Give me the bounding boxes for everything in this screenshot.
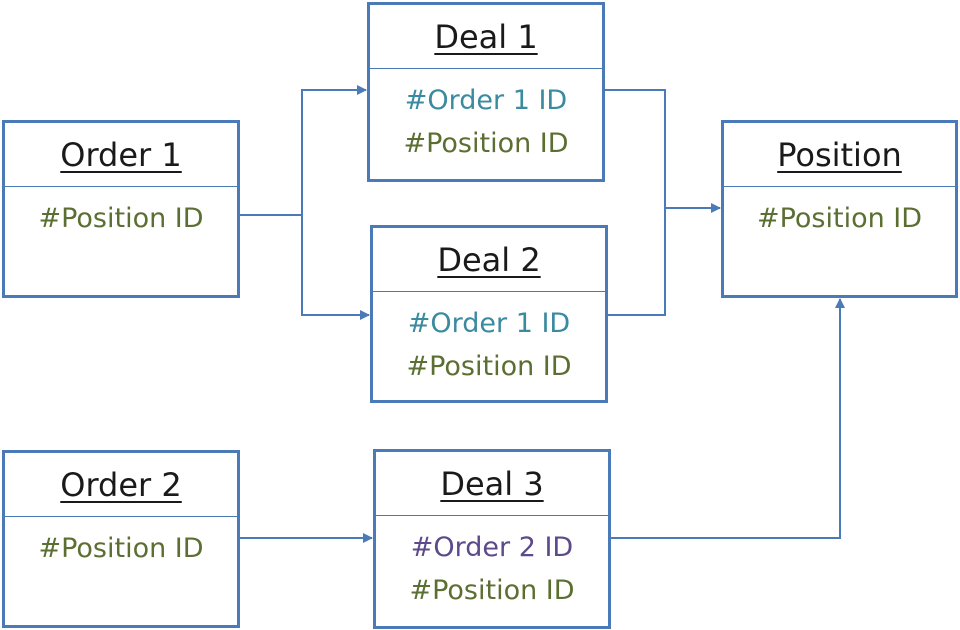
arrow-order1-to-deal2 bbox=[301, 215, 370, 320]
deal1-title-cell: Deal 1 bbox=[370, 5, 602, 69]
deal3-title: Deal 3 bbox=[440, 464, 544, 503]
order1-title-cell: Order 1 bbox=[5, 123, 237, 187]
position-title-cell: Position bbox=[724, 123, 955, 187]
order2-position-id-field: #Position ID bbox=[38, 533, 204, 564]
order1-position-id-field: #Position ID bbox=[38, 203, 204, 234]
order2-title-cell: Order 2 bbox=[5, 453, 237, 517]
arrow-deal2-to-position bbox=[608, 208, 666, 316]
position-box: Position #Position ID bbox=[721, 120, 958, 298]
deal1-position-id-field: #Position ID bbox=[403, 128, 569, 159]
order2-box: Order 2 #Position ID bbox=[2, 450, 240, 628]
deal3-order2-id-field: #Order 2 ID bbox=[410, 532, 574, 563]
deal1-order1-id-field: #Order 1 ID bbox=[404, 85, 568, 116]
deal1-title: Deal 1 bbox=[434, 17, 538, 56]
order1-title: Order 1 bbox=[60, 135, 182, 174]
order1-box: Order 1 #Position ID bbox=[2, 120, 240, 298]
deal1-box: Deal 1 #Order 1 ID #Position ID bbox=[367, 2, 605, 182]
arrow-deal3-to-position bbox=[611, 298, 845, 539]
deal3-position-id-field: #Position ID bbox=[409, 575, 575, 606]
position-title: Position bbox=[777, 135, 902, 174]
arrow-order1-to-deal1 bbox=[235, 85, 367, 216]
deal2-position-id-field: #Position ID bbox=[406, 351, 572, 382]
arrow-deal1-to-position bbox=[605, 89, 721, 213]
deal2-order1-id-field: #Order 1 ID bbox=[407, 308, 571, 339]
deal2-box: Deal 2 #Order 1 ID #Position ID bbox=[370, 225, 608, 403]
deal3-box: Deal 3 #Order 2 ID #Position ID bbox=[373, 449, 611, 629]
position-position-id-field: #Position ID bbox=[756, 203, 923, 234]
deal2-title-cell: Deal 2 bbox=[373, 228, 605, 292]
deal3-title-cell: Deal 3 bbox=[376, 452, 608, 516]
deal2-title: Deal 2 bbox=[437, 240, 541, 279]
order2-title: Order 2 bbox=[60, 465, 182, 504]
